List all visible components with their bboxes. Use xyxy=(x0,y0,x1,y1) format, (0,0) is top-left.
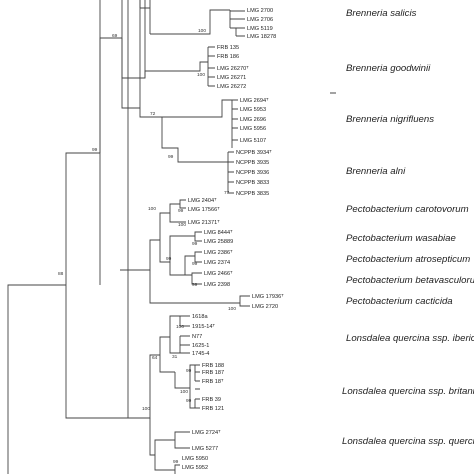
bootstrap-value: 100 xyxy=(176,324,184,330)
bootstrap-value: 99 xyxy=(186,368,192,374)
leaf-label: LMG 5952 xyxy=(182,465,208,471)
clade-label-brenneria-goodwinii: Brenneria goodwinii xyxy=(346,63,431,74)
leaf-label: LMG 8444ᵀ xyxy=(204,229,233,236)
leaf-label: NCPPB 3935 xyxy=(236,160,269,166)
bootstrap-value: 100 xyxy=(197,72,205,78)
bootstrap-value: 99 xyxy=(173,459,179,465)
bootstrap-value: 100 xyxy=(180,389,188,395)
clade-label-brenneria-nigrifluens: Brenneria nigrifluens xyxy=(346,114,434,125)
leaf-label: LMG 5107 xyxy=(240,138,266,144)
clade-label-brenneria-salicis: Brenneria salicis xyxy=(346,8,417,19)
leaf-label: LMG 2374 xyxy=(204,260,230,266)
clade-label-pectobacterium-atrosepticum: Pectobacterium atrosepticum xyxy=(346,254,470,265)
bootstrap-value: 31 xyxy=(172,354,178,360)
leaf-label: LMG 2398 xyxy=(204,282,230,288)
leaf-label: LMG 17936ᵀ xyxy=(252,293,284,300)
leaf-label: 1745-4 xyxy=(192,351,209,357)
leaf-label: 1915-14ᵀ xyxy=(192,323,216,330)
leaf-label: LMG 5950 xyxy=(182,456,208,462)
leaf-label: LMG 2404ᵀ xyxy=(188,197,217,204)
clade-label-pectobacterium-betavasculorum: Pectobacterium betavasculorum xyxy=(346,275,474,286)
leaf-label: LMG 2386ᵀ xyxy=(204,249,233,256)
leaf-label: 1625-1 xyxy=(192,343,209,349)
leaf-label: LMG 2694ᵀ xyxy=(240,97,269,104)
leaf-label: LMG 25889 xyxy=(204,239,233,245)
leaf-label: LMG 26272 xyxy=(217,84,246,90)
leaf-label: LMG 26270ᵀ xyxy=(217,65,249,72)
bootstrap-value: 99 xyxy=(168,154,174,160)
leaf-label: NCPPB 3833 xyxy=(236,180,269,186)
bootstrap-value: 99 xyxy=(192,282,198,288)
bootstrap-value: 100 xyxy=(198,28,206,34)
leaf-label: FRB 135 xyxy=(217,45,239,51)
clade-label-lonsdalea-quercina: Lonsdalea quercina ssp. quercina xyxy=(342,436,474,447)
bootstrap-value: 100 xyxy=(178,222,186,228)
bootstrap-value: 69 xyxy=(112,33,118,39)
leaf-labels: LMG 2700 LMG 2706 LMG 5119 LMG 18278 FRB… xyxy=(182,8,284,471)
leaf-label: FRB 18ᵀ xyxy=(202,378,224,385)
leaf-label: LMG 5277 xyxy=(192,446,218,452)
leaf-label: N77 xyxy=(192,334,202,340)
leaf-label: FRB 121 xyxy=(202,406,224,412)
clade-label-lonsdalea-iberica: Lonsdalea quercina ssp. iberica xyxy=(346,333,474,344)
clade-label-pectobacterium-carotovorum: Pectobacterium carotovorum xyxy=(346,204,469,215)
leaf-label: LMG 17566ᵀ xyxy=(188,206,220,213)
bootstrap-value: 99 xyxy=(186,398,192,404)
leaf-label: LMG 26271 xyxy=(217,75,246,81)
leaf-label: LMG 2696 xyxy=(240,117,266,123)
clade-labels: Brenneria salicis Brenneria goodwinii Br… xyxy=(342,8,474,447)
leaf-label: LMG 2706 xyxy=(247,17,273,23)
bootstrap-value: 100 xyxy=(228,306,236,312)
clade-label-lonsdalea-britannica: Lonsdalea quercina ssp. britannica xyxy=(342,386,474,397)
leaf-label: 1618a xyxy=(192,314,208,320)
clade-label-pectobacterium-wasabiae: Pectobacterium wasabiae xyxy=(346,233,456,244)
leaf-label: LMG 2720 xyxy=(252,304,278,310)
bootstrap-values: 100 69 100 72 99 99 77 100 99 100 99 99 … xyxy=(58,28,236,465)
clade-label-pectobacterium-cacticida: Pectobacterium cacticida xyxy=(346,296,453,307)
leaf-label: LMG 5119 xyxy=(247,26,273,32)
bootstrap-value: 88 xyxy=(58,271,64,277)
bootstrap-value: 77 xyxy=(224,190,230,196)
leaf-label: LMG 21371ᵀ xyxy=(188,219,220,226)
bootstrap-value: 99 xyxy=(192,261,198,267)
bootstrap-value: 99 xyxy=(178,208,184,214)
bootstrap-value: 99 xyxy=(192,241,198,247)
leaf-label: LMG 2700 xyxy=(247,8,273,14)
bootstrap-value: 72 xyxy=(150,111,156,117)
leaf-label: NCPPB 3835 xyxy=(236,191,269,197)
bootstrap-value: 99 xyxy=(166,256,172,262)
bootstrap-value: 100 xyxy=(142,406,150,412)
leaf-label: NCPPB 3934ᵀ xyxy=(236,149,272,156)
clade-label-brenneria-alni: Brenneria alni xyxy=(346,166,406,177)
leaf-label: LMG 5956 xyxy=(240,126,266,132)
leaf-label: LMG 18278 xyxy=(247,34,276,40)
leaf-label: NCPPB 3936 xyxy=(236,170,269,176)
leaf-label: FRB 188 xyxy=(202,363,224,369)
leaf-label: FRB 39 xyxy=(202,397,221,403)
bootstrap-value: 99 xyxy=(92,147,98,153)
bootstrap-value: 100 xyxy=(148,206,156,212)
leaf-label: FRB 186 xyxy=(217,54,239,60)
tree-branches xyxy=(7,0,250,474)
leaf-label: LMG 2724ᵀ xyxy=(192,429,221,436)
leaf-label: LMG 5953 xyxy=(240,107,266,113)
bootstrap-value: 64 xyxy=(152,355,158,361)
leaf-label: FRB 187 xyxy=(202,370,224,376)
leaf-label: LMG 2466ᵀ xyxy=(204,270,233,277)
